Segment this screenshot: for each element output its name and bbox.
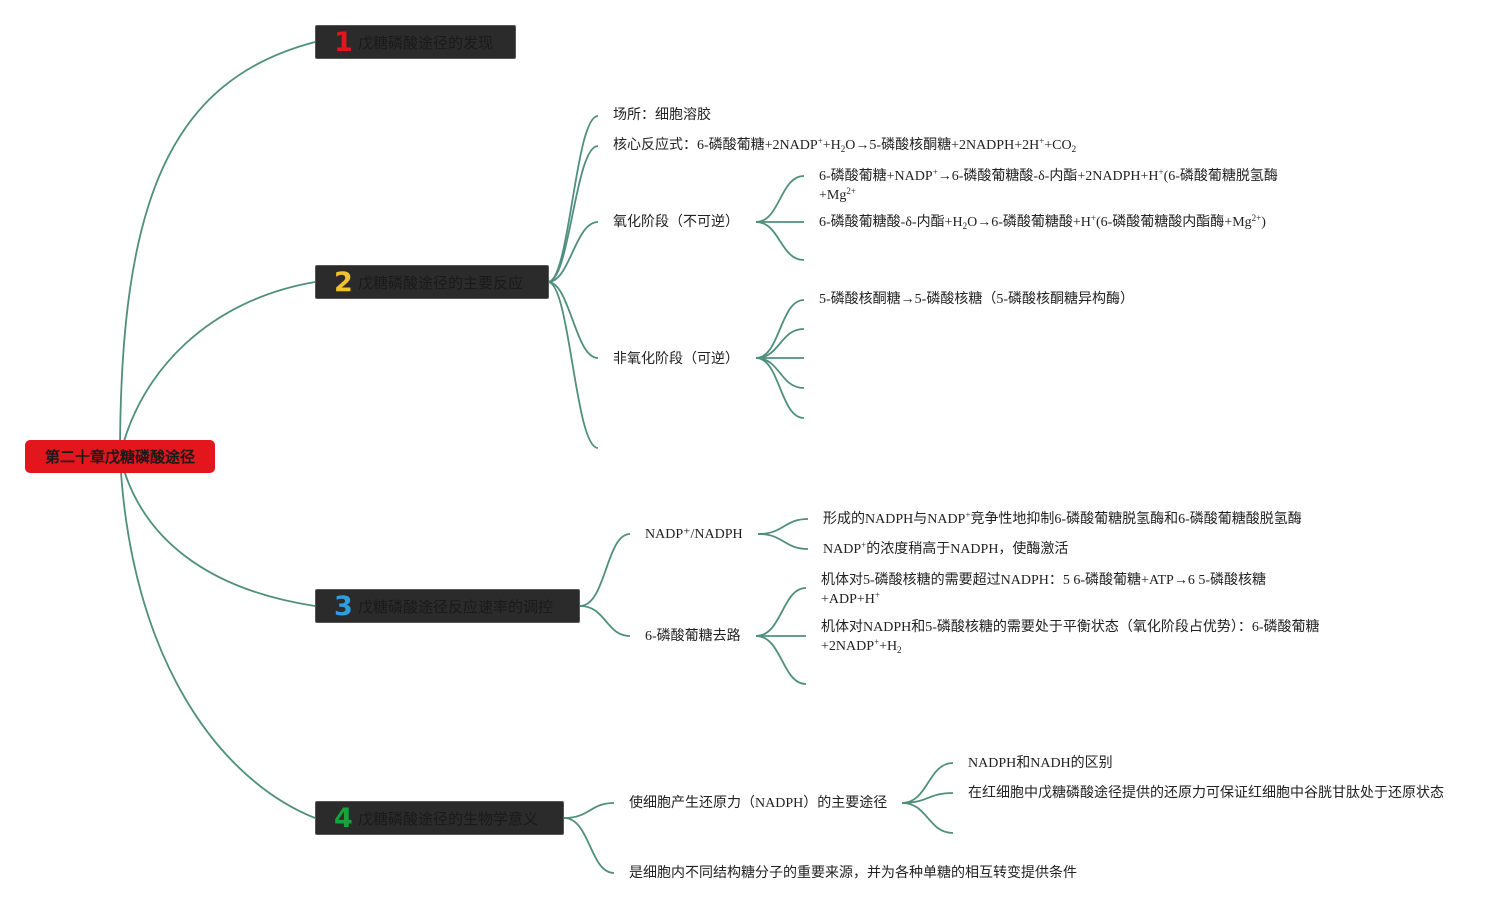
nadp-item-1[interactable]: 形成的NADPH与NADP+竞争性地抑制6-磷酸葡糖脱氢酶和6-磷酸葡糖酸脱氢酶 xyxy=(823,510,1302,528)
topic-site[interactable]: 场所：细胞溶胶 xyxy=(613,108,711,123)
fate-item-1[interactable]: 机体对5-磷酸核糖的需要超过NADPH：5 6-磷酸葡糖+ATP→6 5-磷酸核… xyxy=(821,573,1267,607)
nadp-item-2[interactable]: NADP+的浓度稍高于NADPH，使酶激活 xyxy=(823,540,1069,558)
link-b4nadph-1 xyxy=(901,762,954,804)
link-fate-1 xyxy=(755,587,807,637)
link-ox-1 xyxy=(755,175,805,223)
link-b2-oxidative xyxy=(547,221,599,283)
branch-node-significance[interactable]: 4 戊糖磷酸途径的生物学意义 xyxy=(315,801,564,835)
link-root-branch4 xyxy=(119,455,316,819)
link-b3-nadp xyxy=(579,533,631,607)
oxidative-step-2[interactable]: 6-磷酸葡糖酸-δ-内酯+H2O→6-磷酸葡糖酸+H+(6-磷酸葡糖酸内酯酶+M… xyxy=(819,213,1266,231)
link-root-branch1 xyxy=(119,41,316,457)
branch-label: 戊糖磷酸途径反应速率的调控 xyxy=(358,597,554,616)
topic-nadph-source[interactable]: 使细胞产生还原力（NADPH）的主要途径 xyxy=(629,796,888,811)
nadph-item-1[interactable]: NADPH和NADH的区别 xyxy=(968,756,1113,771)
nadph-item-2[interactable]: 在红细胞中戊糖磷酸途径提供的还原力可保证红细胞中谷胱甘肽处于还原状态 xyxy=(968,786,1444,801)
link-nonox-2 xyxy=(755,328,805,359)
link-root-branch2 xyxy=(119,281,316,457)
branch-number-1: 1 xyxy=(334,26,353,58)
topic-nonoxidative-stage[interactable]: 非氧化阶段（可逆） xyxy=(613,352,739,367)
branch-label: 戊糖磷酸途径的发现 xyxy=(358,33,494,52)
branch-label: 戊糖磷酸途径的主要反应 xyxy=(358,273,524,292)
link-nonox-5 xyxy=(755,357,805,419)
oxidative-step-1[interactable]: 6-磷酸葡糖+NADP+→6-磷酸葡糖酸-δ-内酯+2NADPH+H+(6-磷酸… xyxy=(819,167,1278,204)
link-b2-site xyxy=(547,115,599,283)
link-nadp-2 xyxy=(757,533,809,550)
link-b3-fate xyxy=(579,605,631,637)
branch-label: 戊糖磷酸途径的生物学意义 xyxy=(358,809,539,828)
topic-oxidative-stage[interactable]: 氧化阶段（不可逆） xyxy=(613,215,739,230)
link-b4nadph-3 xyxy=(901,802,954,834)
fate-item-2[interactable]: 机体对NADPH和5-磷酸核糖的需要处于平衡状态（氧化阶段占优势）：6-磷酸葡糖… xyxy=(821,620,1320,655)
topic-sugar-source[interactable]: 是细胞内不同结构糖分子的重要来源，并为各种单糖的相互转变提供条件 xyxy=(629,866,1077,881)
link-b4-nadph xyxy=(563,802,615,819)
link-nadp-1 xyxy=(757,518,809,535)
link-ox-3 xyxy=(755,221,805,261)
branch-number-3: 3 xyxy=(334,590,353,622)
branch-number-2: 2 xyxy=(334,266,353,298)
topic-nadp-ratio[interactable]: NADP⁺/NADPH xyxy=(645,527,743,542)
branch-number-4: 4 xyxy=(334,802,353,834)
link-b2-empty xyxy=(547,281,599,449)
branch-node-discovery[interactable]: 1 戊糖磷酸途径的发现 xyxy=(315,25,516,59)
topic-g6p-fate[interactable]: 6-磷酸葡糖去路 xyxy=(645,629,741,644)
root-node[interactable]: 第二十章戊糖磷酸途径 xyxy=(25,440,215,473)
link-fate-3 xyxy=(755,635,807,685)
nonoxidative-step-1[interactable]: 5-磷酸核酮糖→5-磷酸核糖（5-磷酸核酮糖异构酶） xyxy=(819,292,1134,307)
link-nonox-1 xyxy=(755,299,805,359)
link-b2-nonoxidative xyxy=(547,281,599,359)
link-b4-sugars xyxy=(563,817,615,874)
topic-core-reaction[interactable]: 核心反应式：6-磷酸葡糖+2NADP++H2O→5-磷酸核酮糖+2NADPH+2… xyxy=(613,136,1077,154)
link-b2-core xyxy=(547,145,599,283)
branch-node-regulation[interactable]: 3 戊糖磷酸途径反应速率的调控 xyxy=(315,589,580,623)
link-root-branch3 xyxy=(119,455,316,607)
root-label: 第二十章戊糖磷酸途径 xyxy=(44,448,195,466)
branch-node-reactions[interactable]: 2 戊糖磷酸途径的主要反应 xyxy=(315,265,549,299)
link-nonox-4 xyxy=(755,357,805,389)
